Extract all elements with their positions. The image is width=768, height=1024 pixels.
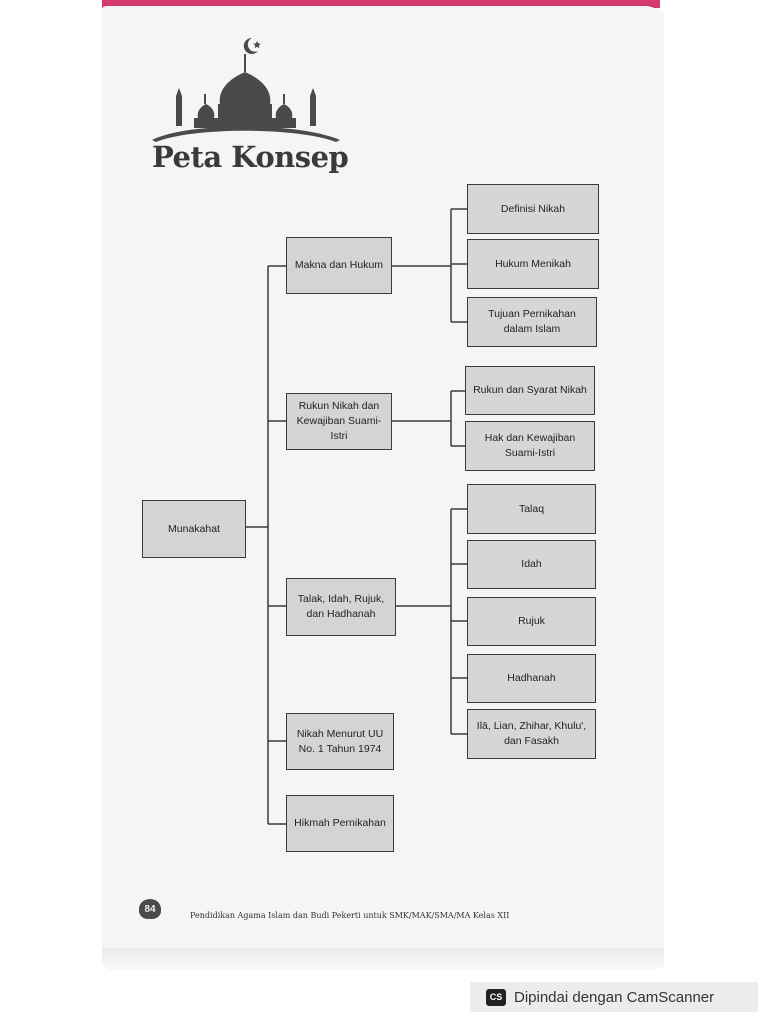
page-title: Peta Konsep — [152, 140, 349, 174]
node-leaf-rujuk: Rujuk — [467, 597, 596, 646]
node-branch-nikah-uu: Nikah Menurut UU No. 1 Tahun 1974 — [286, 713, 394, 770]
page-bottom-edge — [102, 948, 664, 970]
node-branch-makna-dan-hukum: Makna dan Hukum — [286, 237, 392, 294]
camscanner-text: Dipindai dengan CamScanner — [514, 988, 715, 1006]
page-number-badge: 84 — [139, 899, 161, 919]
camscanner-watermark: CS Dipindai dengan CamScanner — [470, 982, 758, 1012]
right-margin — [664, 0, 768, 1024]
camscanner-logo-icon: CS — [486, 988, 506, 1006]
node-branch-talak-idah-rujuk: Talak, Idah, Rujuk, dan Hadhanah — [286, 578, 396, 636]
node-root: Munakahat — [142, 500, 246, 558]
node-leaf-talaq: Talaq — [467, 484, 596, 534]
node-leaf-tujuan-pernikahan: Tujuan Pernikahan dalam Islam — [467, 297, 597, 347]
node-branch-hikmah: Hikmah Pernikahan — [286, 795, 394, 852]
node-leaf-idah: Idah — [467, 540, 596, 589]
book-footer-text: Pendidikan Agama Islam dan Budi Pekerti … — [190, 911, 510, 920]
node-leaf-ila-lian: Ilā, Lian, Zhihar, Khulu', dan Fasakh — [467, 709, 596, 759]
node-leaf-hak-kewajiban: Hak dan Kewajiban Suami-Istri — [465, 421, 595, 471]
top-edge-strip — [102, 0, 660, 8]
node-leaf-rukun-syarat: Rukun dan Syarat Nikah — [465, 366, 595, 415]
node-leaf-hadhanah: Hadhanah — [467, 654, 596, 703]
node-branch-rukun-nikah: Rukun Nikah dan Kewajiban Suami-Istri — [286, 393, 392, 450]
node-leaf-definisi-nikah: Definisi Nikah — [467, 184, 599, 234]
node-leaf-hukum-menikah: Hukum Menikah — [467, 239, 599, 289]
mosque-icon — [152, 37, 340, 142]
